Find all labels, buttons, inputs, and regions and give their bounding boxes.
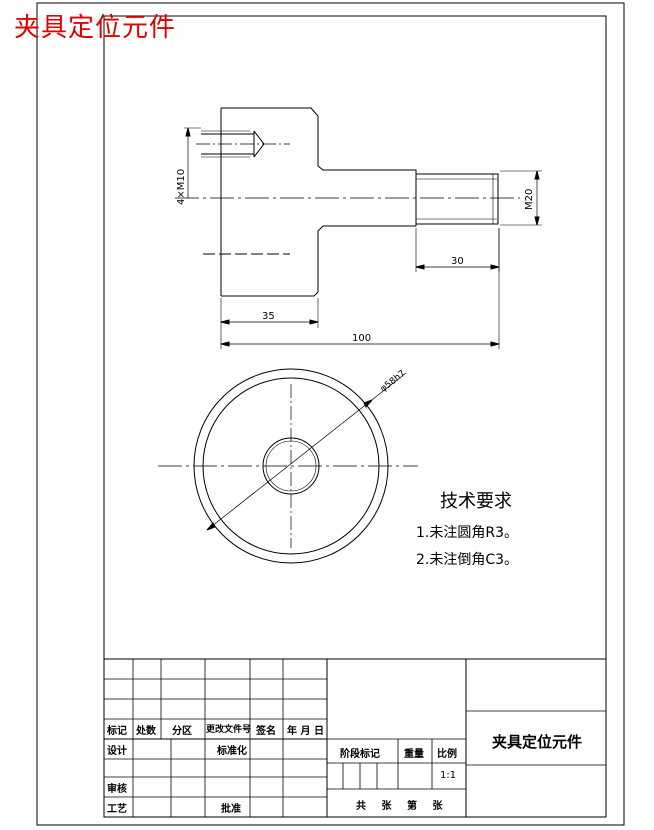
tb-label-approve: 批准: [221, 804, 241, 815]
tb-label-scale: 比例: [437, 749, 457, 760]
front-view: [175, 107, 542, 349]
dim-diameter: φ58h7: [379, 369, 408, 395]
tb-label-change-doc: 更改文件号: [206, 725, 252, 735]
tb-label-sign: 签名: [256, 726, 276, 737]
tb-label-date: 年 月 日: [287, 726, 324, 737]
tb-label-mark: 标记: [107, 726, 127, 737]
inner-frame: [103, 15, 607, 818]
tb-label-zone: 分区: [172, 726, 192, 737]
tb-sheet-info: 共 张 第 张: [356, 801, 449, 812]
dim-thread-left: 4×M10: [176, 169, 187, 205]
tech-requirement-item: 1.未注圆角R3。: [416, 525, 518, 541]
tech-requirement-item: 2.未注倒角C3。: [416, 552, 519, 568]
tb-label-stage-mark: 阶段标记: [340, 749, 380, 760]
title-block: [103, 658, 607, 818]
tb-label-weight: 重量: [404, 749, 424, 760]
tb-part-name: 夹具定位元件: [492, 733, 583, 751]
tb-label-standardize: 标准化: [217, 746, 247, 757]
tb-label-process: 工艺: [107, 804, 127, 815]
tb-label-design: 设计: [107, 746, 127, 757]
dim-35: 35: [262, 311, 275, 322]
outer-border: [36, 2, 625, 826]
dim-thread-right: M20: [524, 189, 535, 210]
tb-scale-value: 1:1: [440, 770, 457, 781]
tb-label-count: 处数: [136, 726, 156, 737]
tech-requirements-heading: 技术要求: [440, 491, 512, 512]
drawing-title-overlay: 夹具定位元件: [14, 13, 177, 43]
tb-label-review: 审核: [107, 784, 127, 795]
dim-30: 30: [451, 256, 464, 267]
side-view: [158, 368, 418, 564]
dim-100: 100: [352, 333, 371, 344]
